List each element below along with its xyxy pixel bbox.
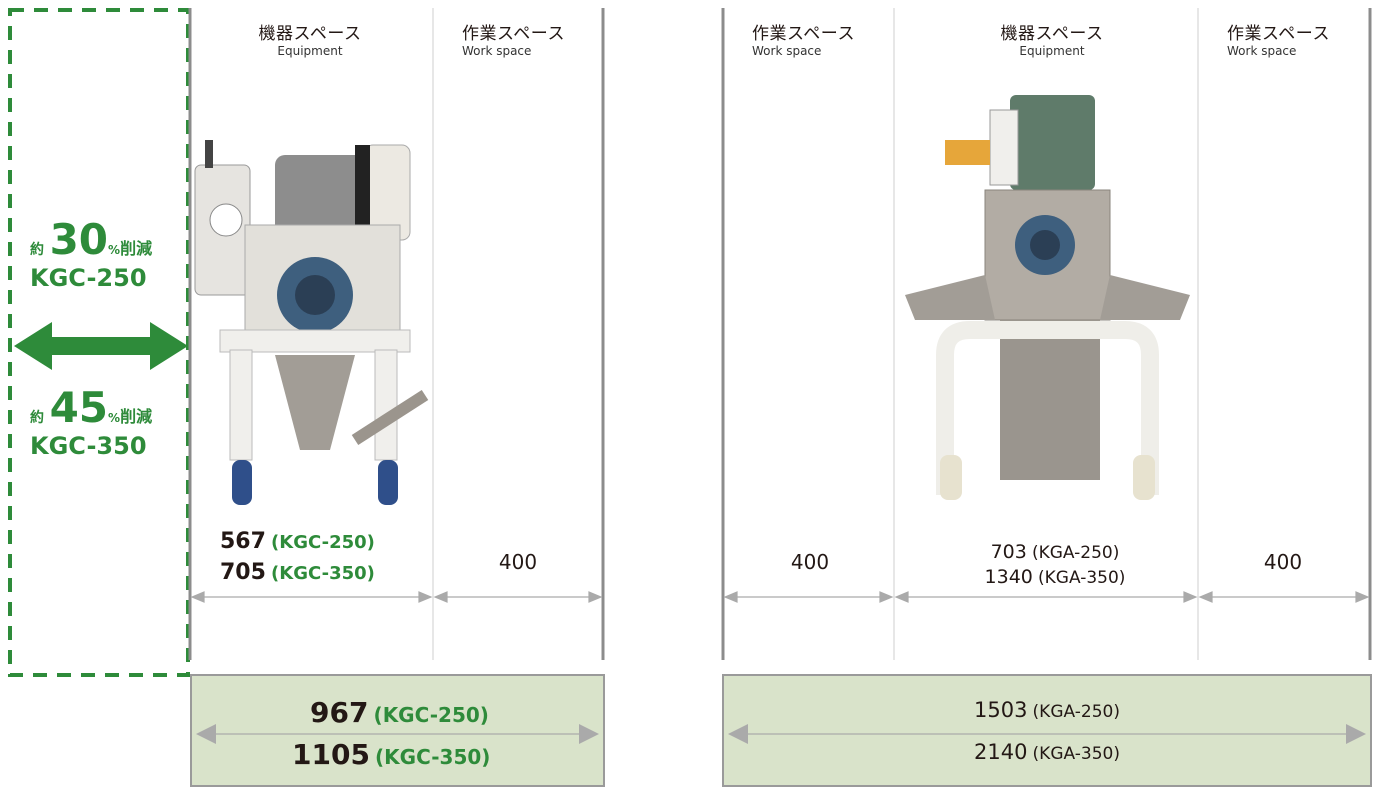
approx-label: 約 [30, 242, 44, 258]
work-dim-right: 400 [1263, 550, 1303, 574]
total-model: (KGA-350) [1032, 744, 1120, 764]
total-value: 2140 [974, 740, 1028, 764]
dim-model: (KGC-350) [271, 563, 375, 584]
approx-label: 約 [30, 410, 44, 426]
header-en: Work space [752, 44, 822, 58]
reduction-percent: 30 [49, 215, 109, 264]
kgc-machine-image [194, 140, 429, 505]
header-work-space-left: 作業スペース Work space [752, 24, 892, 58]
header-ja: 機器スペース [1000, 24, 1104, 44]
total-box-kgc: 967 (KGC-250) 1105 (KGC-350) [190, 674, 605, 787]
reduction-model: KGC-250 [30, 264, 147, 292]
dim-value: 703 [990, 541, 1027, 563]
total-value: 967 [310, 696, 369, 729]
total-value: 1503 [974, 698, 1028, 722]
header-en: Work space [462, 44, 532, 58]
dim-value: 1340 [984, 566, 1033, 588]
percent-unit: % [108, 243, 121, 257]
header-ja: 作業スペース [462, 24, 565, 44]
header-equipment: 機器スペース Equipment [972, 24, 1132, 58]
percent-unit: % [108, 411, 121, 425]
reduction-percent: 45 [49, 383, 109, 432]
dim-value: 567 [220, 529, 266, 554]
header-ja: 作業スペース [752, 24, 855, 44]
total-box-kga: 1503 (KGA-250) 2140 (KGA-350) [722, 674, 1372, 787]
reduction-row-1: 約 30%削減 KGC-250 [30, 215, 180, 293]
total-row: 2140 (KGA-350) [724, 740, 1370, 764]
equipment-dim-kgc: 567 (KGC-250) 705 (KGC-350) [220, 527, 375, 589]
reduction-zone [8, 8, 190, 677]
header-en: Equipment [1019, 44, 1085, 58]
reduction-arrow [14, 322, 188, 370]
header-en: Equipment [277, 44, 343, 58]
header-ja: 作業スペース [1227, 24, 1330, 44]
dim-model: (KGA-250) [1031, 543, 1120, 563]
kga-machine-image [905, 95, 1190, 500]
total-value: 1105 [292, 738, 370, 771]
dim-value: 705 [220, 560, 266, 585]
total-row: 1105 (KGC-350) [292, 738, 490, 771]
reduction-row-2: 約 45%削減 KGC-350 [30, 383, 180, 461]
dim-model: (KGC-250) [271, 532, 375, 553]
total-model: (KGC-250) [373, 703, 489, 727]
reduction-suffix: 削減 [120, 239, 153, 258]
header-equipment: 機器スペース Equipment [230, 24, 390, 58]
work-dim-left: 400 [790, 550, 830, 574]
header-work-space-right: 作業スペース Work space [1227, 24, 1367, 58]
total-model: (KGC-350) [375, 745, 491, 769]
header-work-space: 作業スペース Work space [462, 24, 602, 58]
reduction-suffix: 削減 [120, 407, 153, 426]
header-ja: 機器スペース [258, 24, 362, 44]
header-en: Work space [1227, 44, 1297, 58]
total-row: 967 (KGC-250) [310, 696, 489, 729]
dim-model: (KGA-350) [1038, 568, 1126, 588]
equipment-dim-kga: 703 (KGA-250) 1340 (KGA-350) [955, 540, 1155, 590]
reduction-model: KGC-350 [30, 432, 147, 460]
right-layout-lines [721, 8, 1372, 660]
left-layout-lines [188, 8, 605, 660]
total-model: (KGA-250) [1032, 702, 1120, 722]
total-arrow [728, 724, 1366, 744]
work-dim-kgc: 400 [498, 550, 538, 574]
total-arrow [196, 724, 599, 744]
total-row: 1503 (KGA-250) [724, 698, 1370, 722]
